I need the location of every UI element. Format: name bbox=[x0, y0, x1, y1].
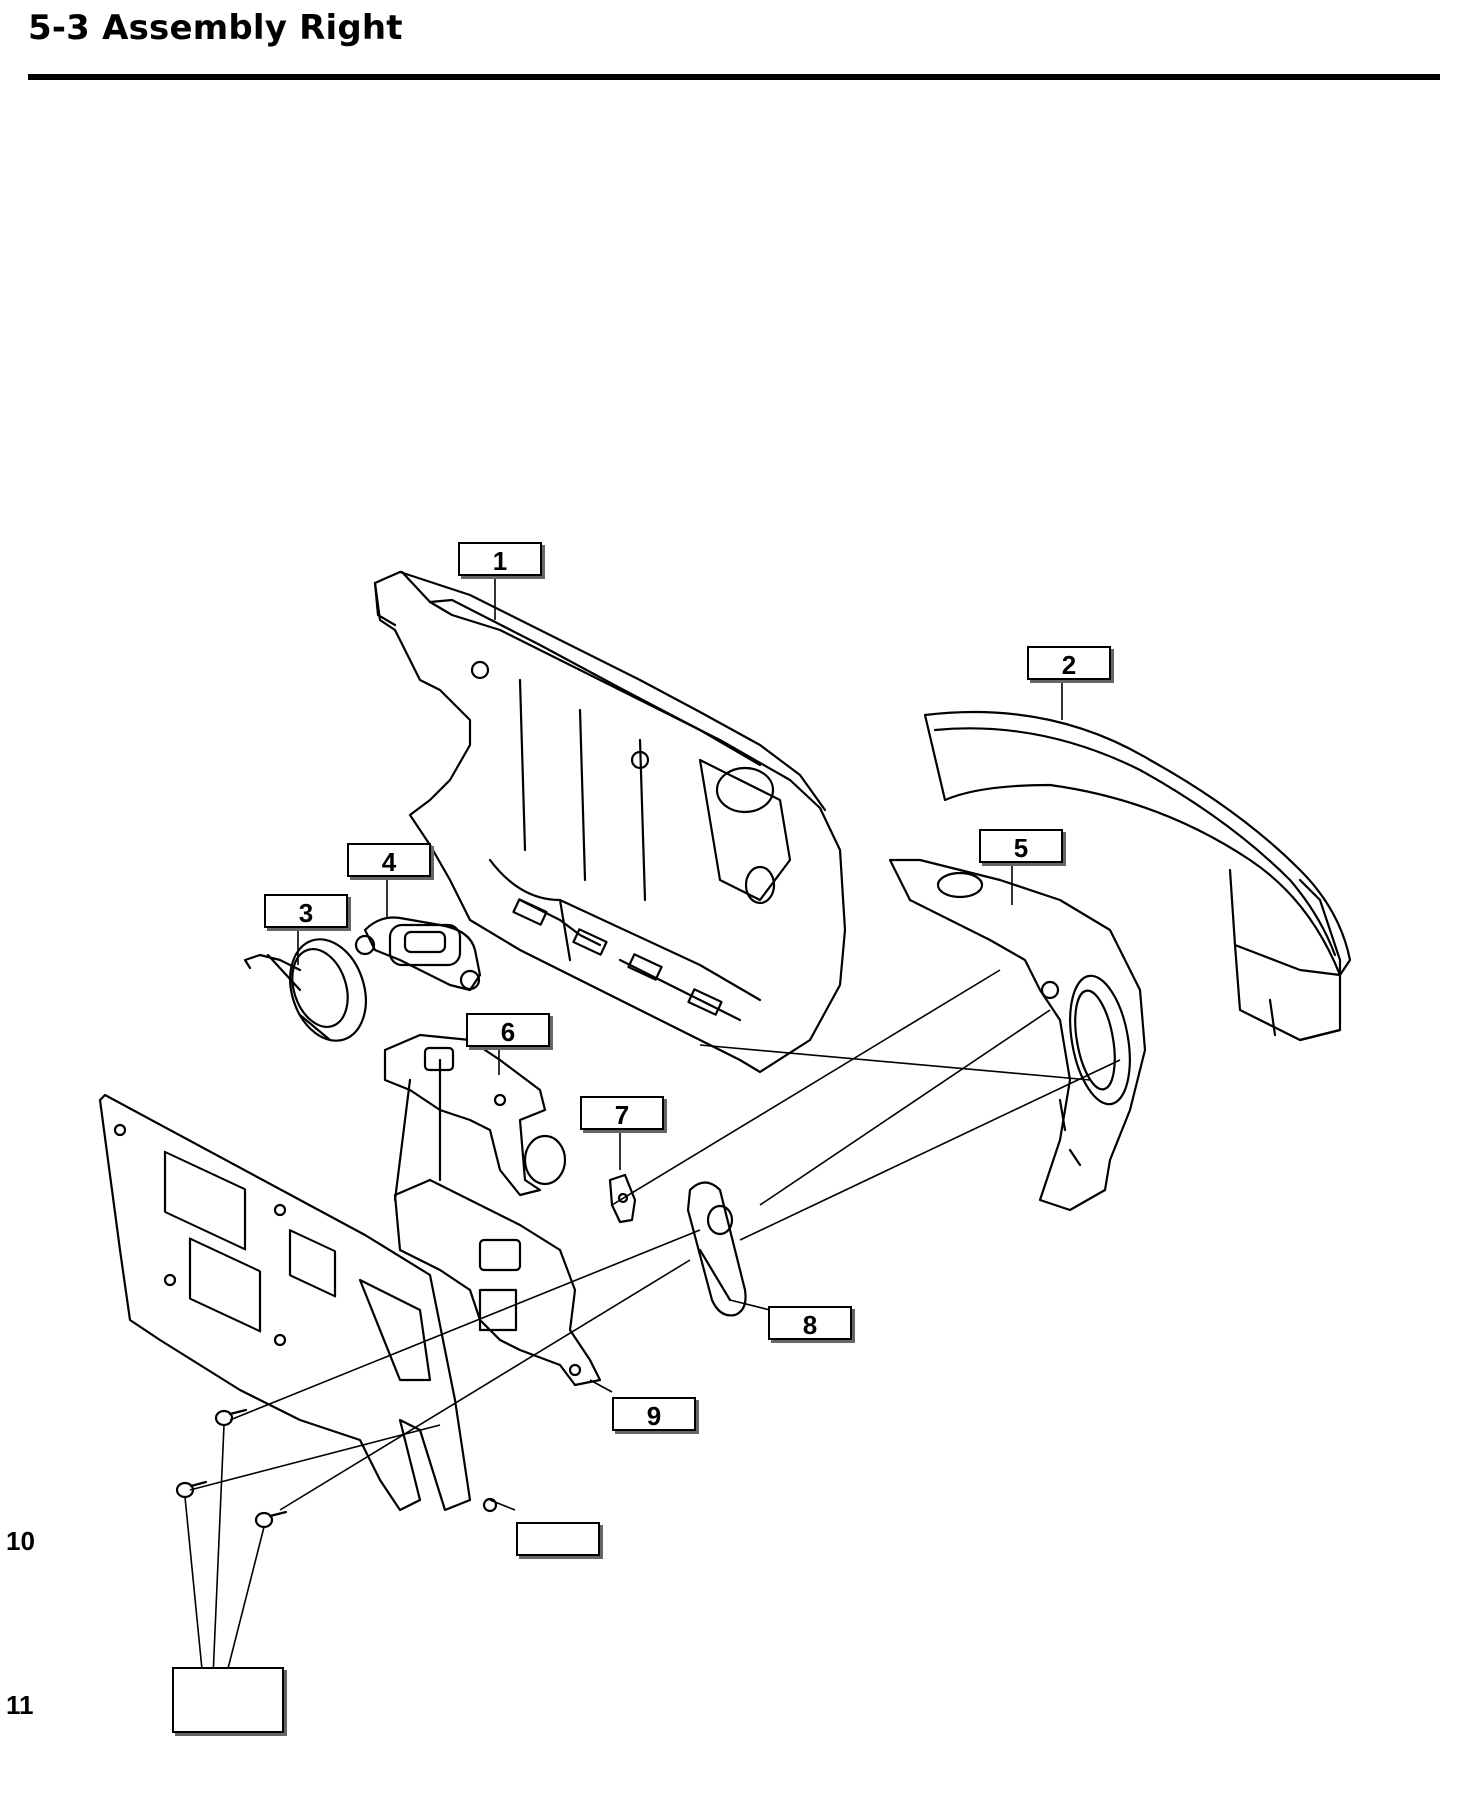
callout-7: 7 bbox=[580, 1096, 664, 1130]
part-5-handle-grip bbox=[888, 858, 1147, 1212]
callout-1: 1 bbox=[458, 542, 542, 576]
part-1-rear-housing bbox=[373, 570, 847, 1074]
part-2-strap bbox=[923, 710, 1352, 1042]
callout-8: 8 bbox=[768, 1306, 852, 1340]
callout-6: 6 bbox=[466, 1013, 550, 1047]
part-9-lower-bracket bbox=[393, 1058, 602, 1387]
title-rule bbox=[28, 74, 1440, 80]
callout-3: 3 bbox=[264, 894, 348, 928]
callout-4: 4 bbox=[347, 843, 431, 877]
side-number-11: 11 bbox=[6, 1690, 34, 1720]
callout-11 bbox=[172, 1667, 284, 1733]
callout-9: 9 bbox=[612, 1397, 696, 1431]
part-4-connector bbox=[354, 916, 482, 992]
side-number-10: 10 bbox=[6, 1526, 35, 1556]
part-8-oval-cover bbox=[686, 1181, 747, 1317]
part-3-speaker bbox=[243, 938, 367, 1042]
part-6-bracket bbox=[383, 1033, 567, 1197]
part-10-side-plate bbox=[98, 1093, 498, 1513]
callout-10 bbox=[516, 1522, 600, 1556]
callout-2: 2 bbox=[1027, 646, 1111, 680]
callout-5: 5 bbox=[979, 829, 1063, 863]
page-title: 5-3 Assembly Right bbox=[28, 8, 403, 48]
